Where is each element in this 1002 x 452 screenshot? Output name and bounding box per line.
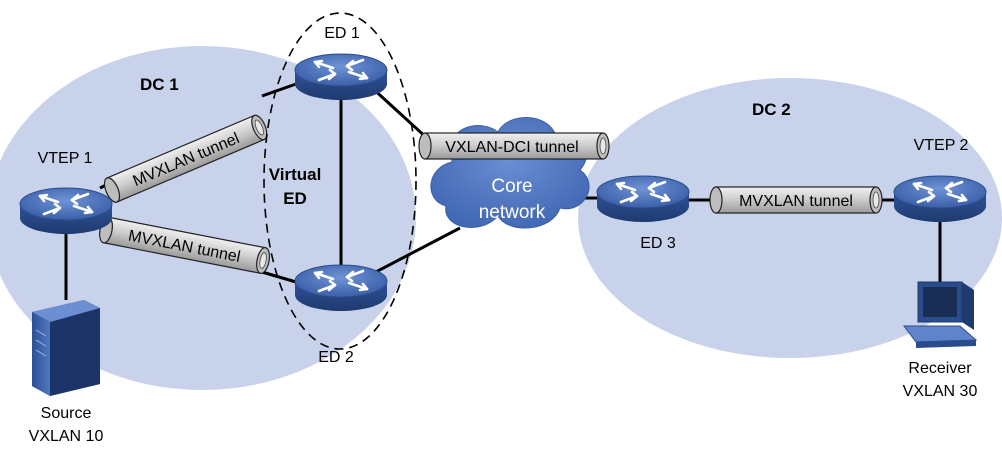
tunnel-ed3-vtep2: MVXLAN tunnel bbox=[709, 186, 883, 214]
dc2-label: DC 2 bbox=[752, 100, 791, 119]
dc1-label: DC 1 bbox=[140, 75, 179, 94]
ed3-label: ED 3 bbox=[640, 235, 676, 252]
link-ed2-core bbox=[369, 226, 461, 277]
router-ed2 bbox=[293, 263, 389, 313]
dc2-region bbox=[578, 78, 1002, 358]
vtep1-label: VTEP 1 bbox=[38, 150, 93, 167]
source-server-icon bbox=[32, 300, 100, 396]
virtual-ed-label-line2: ED bbox=[283, 189, 307, 208]
receiver-label-line1: Receiver bbox=[908, 360, 972, 377]
receiver-label-line2: VXLAN 30 bbox=[903, 383, 978, 400]
tunnel-label-ed3-vtep2: MVXLAN tunnel bbox=[739, 193, 853, 210]
router-ed3 bbox=[595, 174, 691, 224]
tunnel-label-dci: VXLAN-DCI tunnel bbox=[445, 139, 578, 156]
source-label-line1: Source bbox=[41, 405, 92, 422]
link-ed1-tunnel-stub bbox=[261, 82, 297, 98]
router-vtep2 bbox=[892, 174, 988, 224]
vtep2-label: VTEP 2 bbox=[914, 137, 969, 154]
router-ed1 bbox=[293, 52, 389, 102]
ed2-label: ED 2 bbox=[318, 349, 354, 366]
source-label-line2: VXLAN 10 bbox=[29, 428, 104, 445]
tunnel-dci: VXLAN-DCI tunnel bbox=[418, 132, 610, 160]
core-label-line2: network bbox=[479, 202, 546, 223]
link-ed2-tunnel-stub bbox=[261, 270, 297, 284]
virtual-ed-label-line1: Virtual bbox=[269, 165, 322, 184]
ed1-label: ED 1 bbox=[324, 25, 360, 42]
router-vtep1 bbox=[18, 186, 114, 236]
virtual-ed-boundary bbox=[263, 12, 417, 350]
core-label-line1: Core bbox=[491, 176, 532, 197]
receiver-pc-icon bbox=[903, 281, 978, 348]
